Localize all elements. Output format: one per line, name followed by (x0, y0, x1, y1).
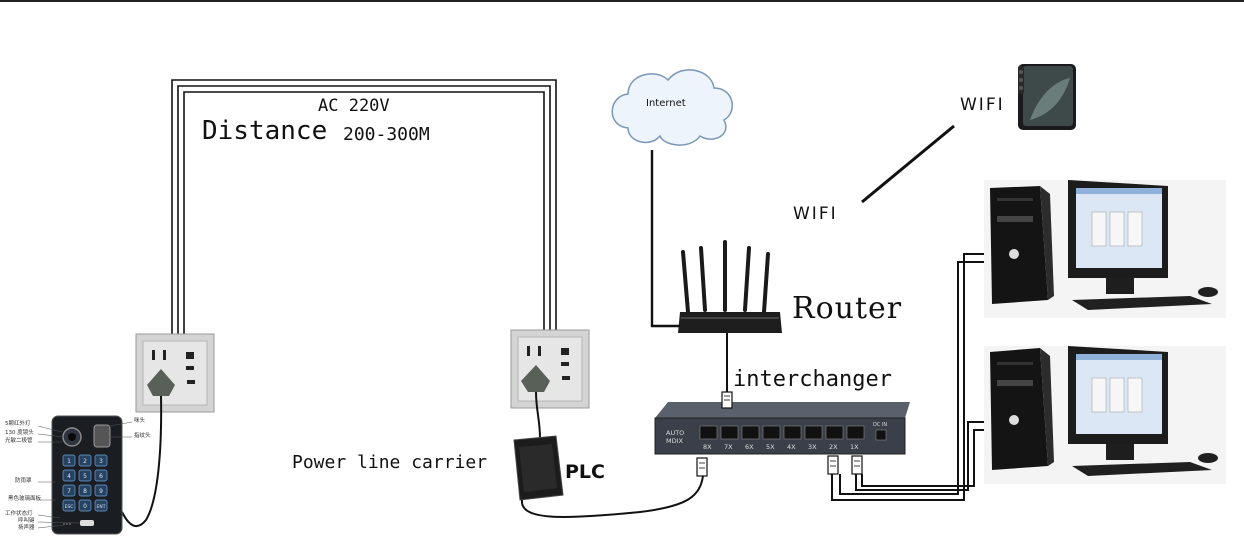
ac-voltage-label: AC 220V (318, 96, 390, 116)
port-label: 6X (745, 443, 754, 451)
port-label: 1X (850, 443, 859, 451)
plc-power-cable (535, 391, 541, 439)
keypad-key: ENT (97, 504, 106, 510)
port-label: 5X (766, 443, 775, 451)
keypad-key: 6 (99, 473, 103, 480)
keypad-key: 4 (67, 473, 71, 480)
wall-socket-left (135, 333, 215, 413)
callout-lens: 130 度镜头 (5, 430, 34, 436)
callout-call-key: 呼叫键 (18, 518, 35, 524)
callout-photodiode: 光敏二极管 (5, 438, 33, 444)
computer-2 (984, 346, 1226, 484)
keypad-key: 2 (83, 458, 87, 465)
plc-ethernet-cable (520, 475, 704, 518)
keypad-key: 0 (83, 503, 87, 510)
keypad-key: 7 (67, 488, 71, 495)
keypad-power-cable (121, 395, 163, 528)
keypad-key: ESC (65, 504, 74, 510)
port-label: 7X (724, 443, 733, 451)
wifi-phone-label: WIFI (960, 95, 1005, 115)
svg-text:MDIX: MDIX (666, 437, 684, 445)
keypad-key: 8 (83, 488, 87, 495)
wifi-link-line (861, 124, 955, 204)
internet-router-line (650, 150, 680, 328)
wall-socket-right (510, 329, 590, 409)
switch-port-labels: 8X 7X 6X 5X 4X 3X 2X 1X (703, 443, 859, 451)
keypad-key: 3 (99, 458, 103, 465)
keypad-key: 9 (99, 488, 103, 495)
computer-cables (831, 253, 990, 501)
computer-1 (984, 180, 1226, 318)
callout-status-light: 工作状态灯 (5, 511, 33, 517)
top-rule (0, 0, 1244, 2)
internet-cloud (611, 69, 734, 146)
smartphone (1018, 64, 1076, 130)
plc-label: PLC (565, 461, 605, 483)
port-label: 3X (808, 443, 817, 451)
router-label: Router (792, 291, 903, 326)
port-label: 2X (829, 443, 838, 451)
callout-rain-cover: 防雨罩 (15, 478, 32, 484)
callout-ir-lights: 5颗红外灯 (5, 421, 31, 427)
ethernet-switch: AUTO MDIX DC IN 8X 7X 6X 5X 4X 3X 2X 1X (654, 402, 910, 455)
callout-speaker: 扬声器 (18, 525, 35, 531)
keypad-callout-lines (37, 421, 133, 529)
switch-dc-in: DC IN (873, 422, 887, 428)
distance-range-label: 200-300M (343, 124, 430, 145)
switch-auto-label: AUTO (666, 429, 684, 437)
ac-power-line (171, 79, 557, 338)
callout-microphone: 咪头 (134, 418, 146, 424)
wifi-router-label: WIFI (793, 204, 838, 224)
keypad-key: 1 (67, 458, 71, 465)
interchanger-label: interchanger (733, 367, 892, 392)
port-label: 8X (703, 443, 712, 451)
keypad-key: 5 (83, 473, 87, 480)
door-keypad-device: 1 2 3 4 5 6 7 8 9 ESC 0 ENT (51, 415, 123, 535)
internet-label: Internet (646, 98, 686, 109)
router (678, 240, 782, 333)
power-line-carrier-label: Power line carrier (292, 452, 488, 473)
callout-fingerprint: 指纹头 (134, 433, 151, 439)
distance-label: Distance (202, 116, 328, 146)
port-label: 4X (787, 443, 796, 451)
callout-glass-panel: 黑色玻璃面板 (8, 496, 42, 502)
plc-adapter (513, 435, 564, 501)
